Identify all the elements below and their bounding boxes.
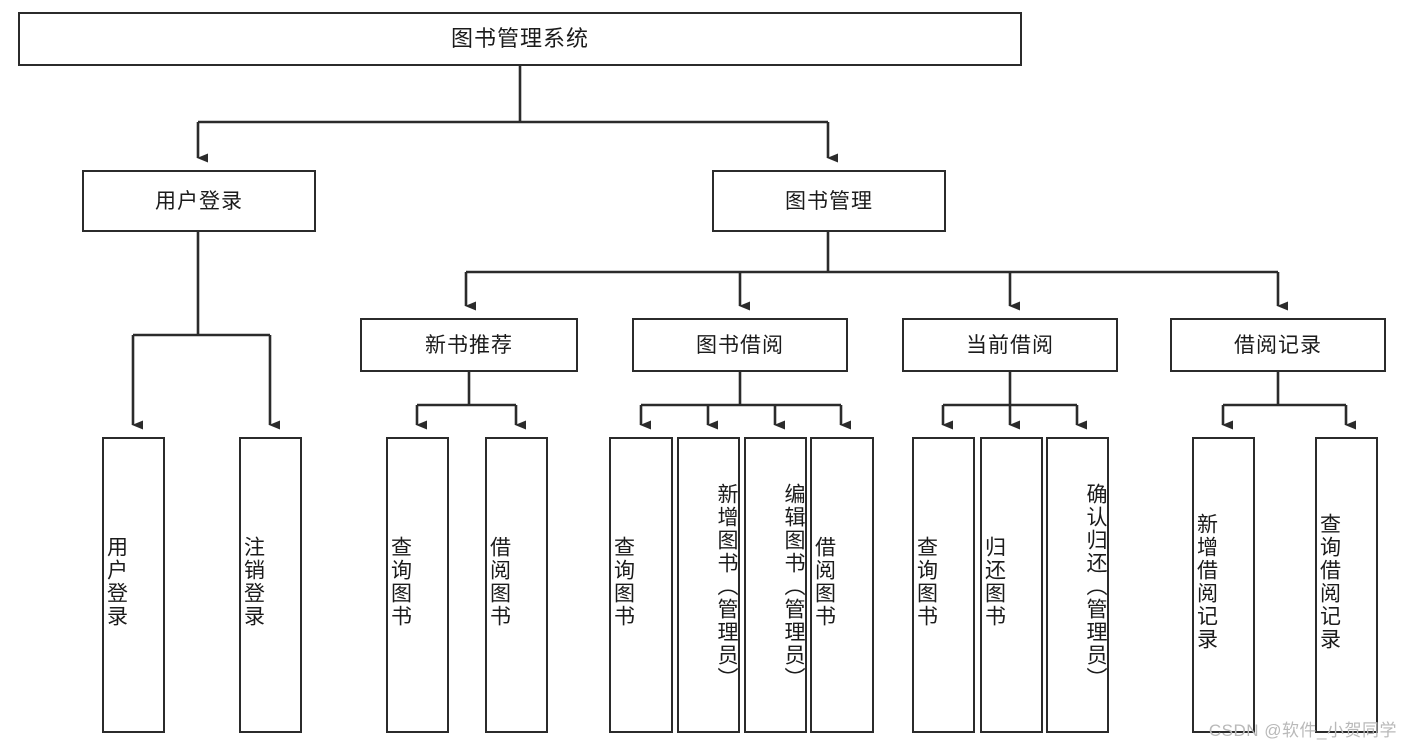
node-book-borrow[interactable]: 图书借阅 <box>632 318 848 372</box>
node-root-book-management-system[interactable]: 图书管理系统 <box>18 12 1022 66</box>
leaf-add-borrow-record[interactable]: 新增借阅记录 <box>1192 437 1255 733</box>
leaf-edit-book-admin[interactable]: 编辑图书（管理员） <box>744 437 807 733</box>
leaf-user-login[interactable]: 用户登录 <box>102 437 165 733</box>
leaf-logout-login[interactable]: 注销登录 <box>239 437 302 733</box>
leaf-query-book-recommend[interactable]: 查询图书 <box>386 437 449 733</box>
leaf-return-book[interactable]: 归还图书 <box>980 437 1043 733</box>
leaf-borrow-book-recommend[interactable]: 借阅图书 <box>485 437 548 733</box>
node-book-management[interactable]: 图书管理 <box>712 170 946 232</box>
leaf-borrow-book[interactable]: 借阅图书 <box>810 437 874 733</box>
leaf-add-book-admin[interactable]: 新增图书（管理员） <box>677 437 740 733</box>
leaf-query-borrow-record[interactable]: 查询借阅记录 <box>1315 437 1378 733</box>
leaf-query-book-borrow[interactable]: 查询图书 <box>609 437 673 733</box>
leaf-confirm-return-admin[interactable]: 确认归还（管理员） <box>1046 437 1109 733</box>
node-borrow-record[interactable]: 借阅记录 <box>1170 318 1386 372</box>
csdn-watermark: CSDN @软件_小贺同学 <box>1208 721 1397 740</box>
leaf-query-book-current[interactable]: 查询图书 <box>912 437 975 733</box>
node-user-login[interactable]: 用户登录 <box>82 170 316 232</box>
node-new-book-recommend[interactable]: 新书推荐 <box>360 318 578 372</box>
node-current-borrow[interactable]: 当前借阅 <box>902 318 1118 372</box>
